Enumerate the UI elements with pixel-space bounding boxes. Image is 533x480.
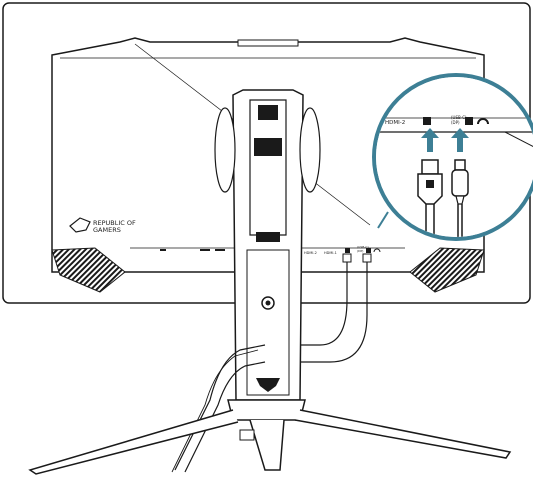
zoom-label-hdmi2: HDMI-2 xyxy=(385,120,405,126)
zoom-callout: HDMI-2 (USB-C) (DP) xyxy=(372,73,533,241)
usbc-cable-back xyxy=(265,258,368,363)
zoom-dp-port-icon xyxy=(423,117,431,125)
port-label-hdmi1: HDMI-1 xyxy=(324,251,337,255)
usbc-dp-port-icon xyxy=(366,248,371,253)
port-label-usbc-1: (USB-C) xyxy=(357,245,369,249)
stand-base xyxy=(28,399,512,475)
headphone-port-icon xyxy=(373,248,381,253)
stand-neck xyxy=(214,89,321,401)
usbc-cable-down xyxy=(184,361,266,473)
dp-port-icon xyxy=(345,248,350,253)
rog-logo: REPUBLIC OF GAMERS xyxy=(69,217,136,234)
logo-line2: GAMERS xyxy=(93,226,121,234)
dp-cable-back xyxy=(265,258,348,346)
top-vent xyxy=(237,39,299,47)
usbc-plug xyxy=(451,169,469,197)
zoom-usbc-label2: (DP) xyxy=(451,120,460,125)
port-label-usbc-2: (DP) xyxy=(357,249,363,253)
arrow-dp-icon xyxy=(421,128,439,152)
rog-stand-emblem xyxy=(256,378,280,392)
zoom-usbc-port-icon xyxy=(465,117,473,125)
left-vent xyxy=(51,247,126,293)
arrow-usbc-icon xyxy=(451,128,469,152)
zoom-usbc-label1: (USB-C) xyxy=(451,115,467,120)
right-vent xyxy=(409,247,485,293)
dp-plug xyxy=(417,173,443,205)
port-label-hdmi2: HDMI-2 xyxy=(304,251,317,255)
zoom-headphone-icon xyxy=(477,118,489,125)
logo-line1: REPUBLIC OF xyxy=(93,219,136,227)
